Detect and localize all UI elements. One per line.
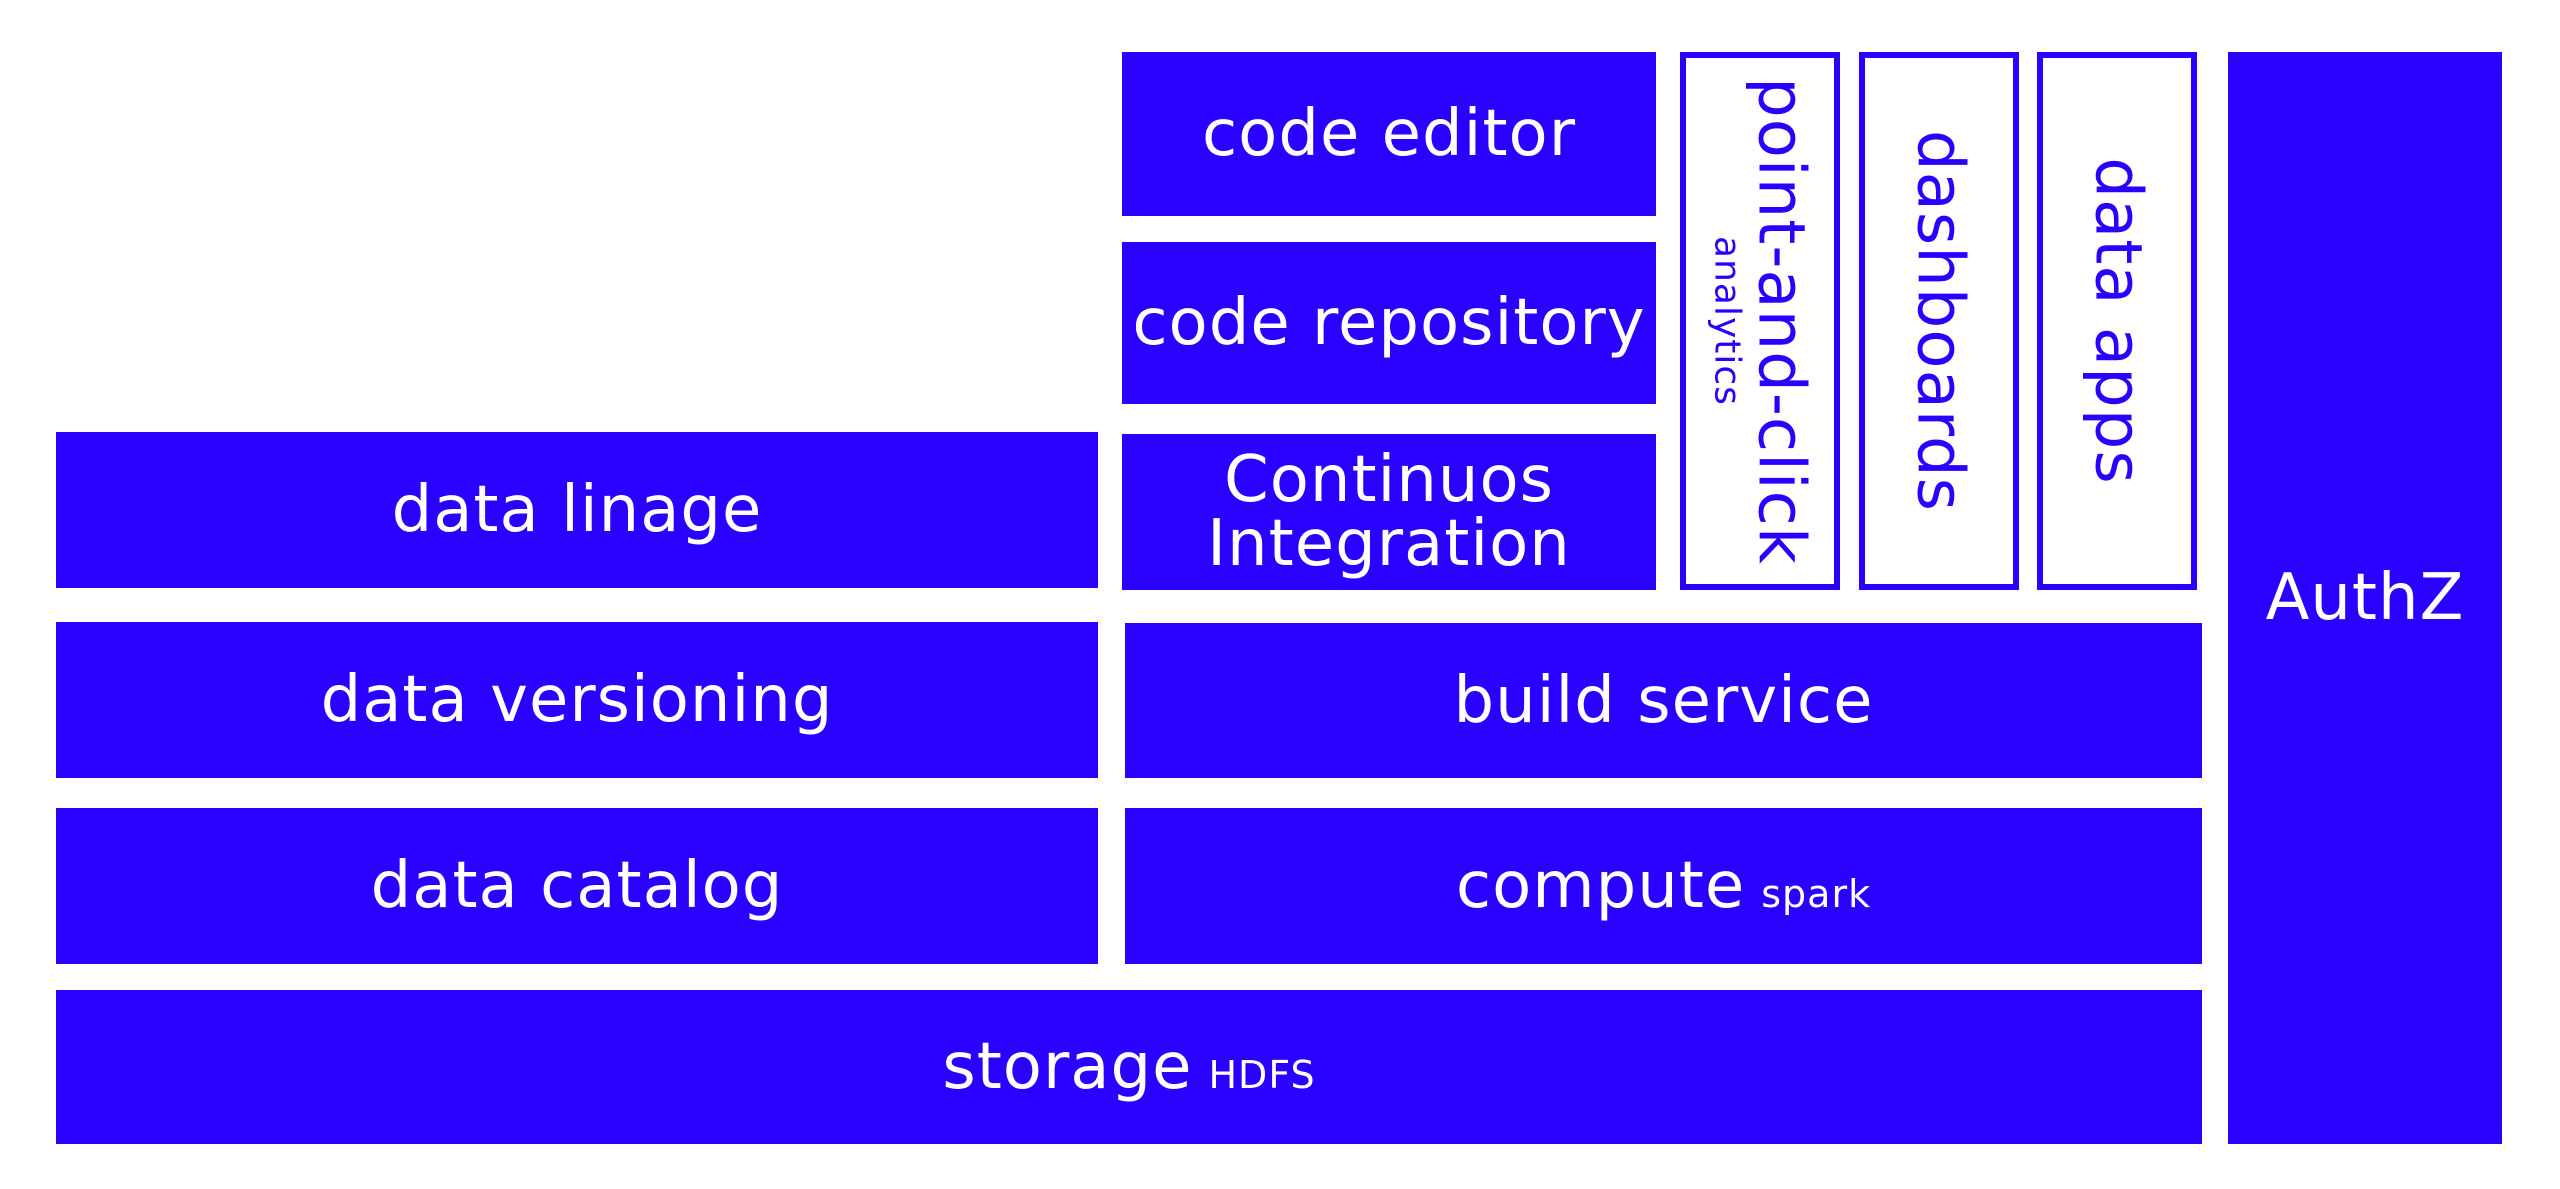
storage-label: storage [942,1030,1193,1104]
data-linage-block: data linage [56,432,1098,588]
data-linage-label: data linage [391,473,763,547]
compute-label: compute [1455,849,1746,923]
dashboards-panel: dashboards [1859,52,2019,590]
data-apps-panel: data apps [2037,52,2197,590]
continuous-integration-line1: Continuos [1224,443,1554,517]
continuous-integration-line2: Integration [1207,507,1571,581]
continuous-integration-label: Continuos Integration [1207,448,1571,576]
dashboards-rotated-text: dashboards [1902,130,1977,512]
data-apps-label: data apps [2080,157,2155,485]
compute-block: compute spark [1125,808,2202,964]
authz-block: AuthZ [2228,52,2502,1144]
code-editor-block: code editor [1122,52,1656,216]
data-versioning-label: data versioning [320,663,834,737]
build-service-label: build service [1453,663,1874,738]
data-catalog-block: data catalog [56,808,1098,964]
code-editor-label: code editor [1201,97,1577,171]
continuous-integration-block: Continuos Integration [1122,434,1656,590]
build-service-block: build service [1125,623,2202,778]
data-versioning-block: data versioning [56,622,1098,778]
dashboards-label: dashboards [1902,130,1977,512]
authz-label: AuthZ [2265,561,2465,635]
data-catalog-label: data catalog [370,849,784,923]
compute-sublabel: spark [1761,872,1872,916]
point-and-click-label: point-and-click [1743,77,1818,565]
code-repository-label: code repository [1132,286,1646,360]
data-apps-rotated-text: data apps [2080,157,2155,485]
point-and-click-sublabel: analytics [1706,236,1748,406]
code-repository-block: code repository [1122,242,1656,404]
storage-block: storage HDFS [56,990,2202,1144]
point-and-click-panel: point-and-click analytics [1680,52,1840,590]
storage-sublabel: HDFS [1208,1053,1316,1097]
point-and-click-rotated-text: point-and-click analytics [1706,77,1818,565]
